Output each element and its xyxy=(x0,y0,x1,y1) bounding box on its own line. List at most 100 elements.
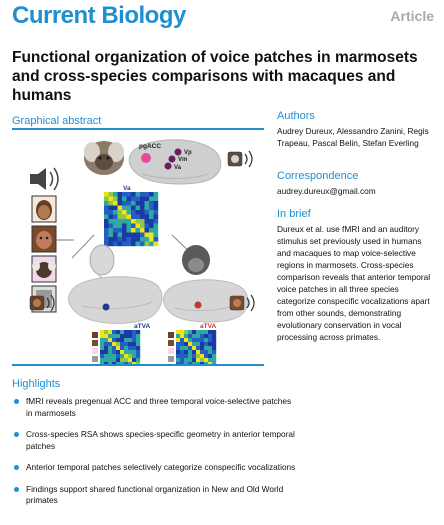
matrix-cell xyxy=(131,228,136,233)
matrix-cell xyxy=(104,192,109,197)
matrix-cell xyxy=(113,219,118,224)
matrix-cell xyxy=(204,338,209,343)
correspondence-email[interactable]: audrey.dureux@gmail.com xyxy=(277,186,376,196)
vm-patch xyxy=(168,155,176,163)
matrix-cell xyxy=(136,362,141,364)
matrix-cell xyxy=(188,354,193,359)
matrix-cell xyxy=(204,362,209,364)
matrix-cell xyxy=(126,192,132,197)
matrix-cell xyxy=(100,330,105,335)
vp-patch xyxy=(174,148,182,156)
matrix-cell xyxy=(135,241,141,247)
matrix-cell xyxy=(204,330,209,335)
matrix-cell xyxy=(149,210,154,215)
authors-heading: Authors xyxy=(277,110,315,122)
macaque-atva-patch xyxy=(194,301,202,309)
matrix-cell xyxy=(124,334,129,339)
human-atva-patch xyxy=(102,303,110,311)
matrix-cell xyxy=(120,362,125,364)
article-title: Functional organization of voice patches… xyxy=(12,49,418,104)
matrix-cell xyxy=(116,346,121,351)
bullet-icon xyxy=(14,486,19,492)
matrix-cell xyxy=(192,338,197,343)
matrix-cell xyxy=(180,362,185,364)
matrix-cell xyxy=(135,214,141,220)
matrix-cell xyxy=(192,334,197,339)
bullet-icon xyxy=(14,465,19,470)
marmoset-brain-icon: pgACC Vp Vm Va xyxy=(128,139,222,185)
macaque-brain-icon xyxy=(163,279,249,323)
stimulus-macaque-face xyxy=(31,225,57,253)
matrix-cell xyxy=(176,358,181,363)
matrix-cell xyxy=(176,342,181,347)
matrix-cell xyxy=(117,241,123,247)
matrix-cell xyxy=(149,241,154,247)
matrix-cell xyxy=(122,196,127,202)
matrix-cell xyxy=(132,350,137,355)
matrix-cell xyxy=(126,232,132,238)
matrix-cell xyxy=(117,228,123,233)
matrix-cell xyxy=(112,342,117,347)
matrix-cell xyxy=(132,358,137,363)
matrix-cell xyxy=(113,237,118,242)
matrix-cell xyxy=(149,201,154,206)
matrix-cell xyxy=(116,354,121,359)
matrix-cell xyxy=(104,334,109,339)
matrix-cell xyxy=(116,342,121,347)
matrix-cell xyxy=(113,232,118,238)
matrix-cell xyxy=(124,358,129,363)
matrix-cell xyxy=(122,241,127,247)
matrix-cell xyxy=(117,237,123,242)
matrix-cell xyxy=(108,228,114,233)
matrix-cell xyxy=(131,210,136,215)
matrix-cell xyxy=(131,201,136,206)
in-brief-section: In brief Dureux et al. use fMRI and an a… xyxy=(277,208,437,343)
matrix-cell xyxy=(117,219,123,224)
matrix-cell xyxy=(200,354,205,359)
matrix-cell xyxy=(117,210,123,215)
matrix-cell xyxy=(200,334,205,339)
matrix-cell xyxy=(112,362,117,364)
matrix-cell xyxy=(192,362,197,364)
matrix-cell xyxy=(113,201,118,206)
correspondence-heading: Correspondence xyxy=(277,170,359,182)
matrix-cell xyxy=(108,192,114,197)
matrix-cell xyxy=(149,228,154,233)
matrix-cell xyxy=(104,330,109,335)
matrix-cell xyxy=(208,342,213,347)
matrix-cell xyxy=(204,346,209,351)
matrix-cell xyxy=(176,330,181,335)
matrix-cell xyxy=(184,338,189,343)
matrix-cell xyxy=(100,346,105,351)
matrix-cell xyxy=(108,214,114,220)
matrix-cell xyxy=(113,214,118,220)
matrix-cell xyxy=(117,232,123,238)
matrix-cell xyxy=(126,241,132,247)
matrix-cell xyxy=(136,342,141,347)
matrix-cell xyxy=(135,210,141,215)
matrix-cell xyxy=(104,342,109,347)
matrix-cell xyxy=(136,330,141,335)
macaque-call-icon xyxy=(229,294,255,312)
matrix-cell xyxy=(180,334,185,339)
highlight-item: fMRI reveals pregenual ACC and three tem… xyxy=(12,396,296,419)
graphical-abstract-figure: pgACC Vp Vm Va xyxy=(12,128,264,366)
matrix-cell xyxy=(122,192,127,197)
matrix-cell xyxy=(124,354,129,359)
matrix-cell xyxy=(112,350,117,355)
matrix-cell xyxy=(192,350,197,355)
matrix-cell xyxy=(212,358,217,363)
matrix-cell xyxy=(196,362,201,364)
matrix-cell xyxy=(176,346,181,351)
matrix-cell xyxy=(196,338,201,343)
matrix-cell xyxy=(144,223,150,229)
matrix-cell xyxy=(153,210,159,215)
matrix-cell xyxy=(188,358,193,363)
matrix-cell xyxy=(176,338,181,343)
matrix-cell xyxy=(212,330,217,335)
matrix-cell xyxy=(116,362,121,364)
matrix-cell xyxy=(112,330,117,335)
matrix-cell xyxy=(200,350,205,355)
matrix-cell xyxy=(192,354,197,359)
matrix-cell xyxy=(131,205,136,211)
